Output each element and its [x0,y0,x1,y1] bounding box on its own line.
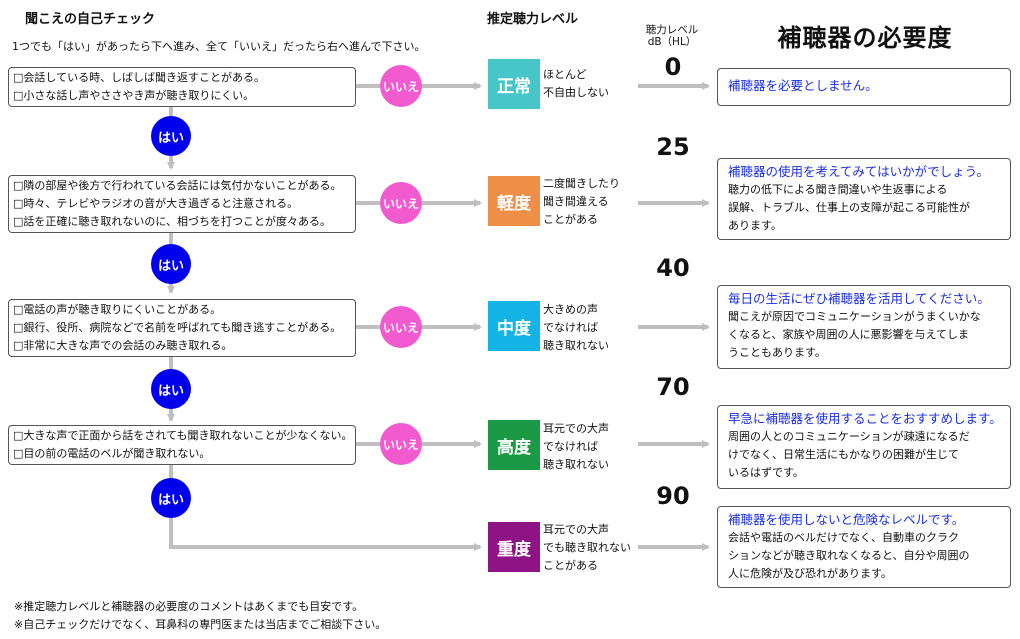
question-item: □非常に大きな声での会話のみ聴き取れる。 [13,339,233,352]
question-group-4: □大きな声で正面から話をされても聞き取れないことが少なくない。 □目の前の電話の… [8,425,356,465]
level-box-profound: 重度 [488,522,540,572]
comment-box-0: 補聴器を必要としません。 [717,68,1011,106]
self-check-title: 聞こえの自己チェック [25,12,156,27]
question-item: □時々、テレビやラジオの音が大き過ぎると注意される。 [13,197,299,210]
comment-box-70: 早急に補聴器を使用することをおすすめします。 周囲の人とのコミュニケーションが疎… [717,405,1011,489]
question-item: □小さな話し声やささやき声が聴き取りにくい。 [13,89,255,102]
comment-title: 補聴器を使用しないと危険なレベルです。 [728,512,965,527]
comment-line: いるはずです。 [728,466,804,479]
comment-line: くなると、家族や周囲の人に悪影響を与えてしま [728,328,970,341]
footnote: ※推定聴力レベルと補聴器の必要度のコメントはあくまでも目安です。 [14,600,364,613]
hearing-aid-need-title: 補聴器の必要度 [777,24,953,52]
comment-title: 補聴器を必要としません。 [728,78,878,93]
comment-box-90: 補聴器を使用しないと危険なレベルです。 会話や電話のベルだけでなく、自動車のクラ… [717,506,1011,588]
comment-line: ションなどが聴き取れなくなると、自分や周囲の [728,549,970,562]
level-description: 二度聞きしたり聞き間違えることがある [543,177,620,226]
question-group-2: □隣の部屋や後方で行われている会話には気付かないことがある。 □時々、テレビやラ… [8,175,356,233]
yes-answer-circle: はい [151,116,191,156]
yes-answer-circle: はい [151,244,191,284]
level-description: ほとんど不自由しない [543,68,609,99]
question-item: □目の前の電話のベルが聞き取れない。 [13,447,211,460]
estimated-level-title: 推定聴力レベル [487,12,579,27]
comment-line: 会話や電話のベルだけでなく、自動車のクラク [728,531,959,544]
question-group-3: □電話の声が聴き取りにくいことがある。 □銀行、役所、病院などで名前を呼ばれても… [8,299,356,357]
comment-title: 早急に補聴器を使用することをおすすめします。 [728,411,1002,426]
db-value: 40 [656,254,690,282]
db-value: 0 [664,53,682,81]
level-box-severe: 高度 [488,420,540,470]
comment-line: 周囲の人とのコミュニケーションが疎遠になるだ [728,430,970,443]
comment-line: 人に危険が及び恐れがあります。 [728,567,892,580]
no-answer-circle: いいえ [380,306,422,348]
level-box-mild: 軽度 [488,176,540,226]
level-description: 耳元での大声でなければ聴き取れない [543,422,609,471]
comment-line: 聴力の低下による聞き間違いや生返事による [728,183,948,196]
question-item: □電話の声が聴き取りにくいことがある。 [13,303,222,316]
comment-line: けでなく、日常生活にもかなりの困難が生じて [728,448,959,461]
level-box-moderate: 中度 [488,301,540,351]
level-description: 大きめの声でなければ聴き取れない [543,303,609,352]
question-item: □話を正確に聴き取れないのに、相づちを打つことが度々ある。 [13,215,332,228]
db-value: 70 [656,373,690,401]
question-item: □大きな声で正面から話をされても聞き取れないことが少なくない。 [13,429,353,442]
footnote: ※自己チェックだけでなく、耳鼻科の専門医または当店までご相談下さい。 [14,618,387,631]
yes-answer-circle: はい [151,478,191,518]
comment-box-25: 補聴器の使用を考えてみてはいかがでしょう。 聴力の低下による聞き間違いや生返事に… [717,158,1011,240]
level-description: 耳元での大声でも聴き取れないことがある [543,523,631,572]
instruction-text: 1つでも「はい」があったら下へ進み、全て「いいえ」だったら右へ進んで下さい。 [12,40,426,53]
comment-line: あります。 [728,219,782,232]
question-item: □銀行、役所、病院などで名前を呼ばれても聞き逃すことがある。 [13,321,342,334]
comment-line: 聞こえが原因でコミュニケーションがうまくいかな [728,310,981,323]
comment-title: 補聴器の使用を考えてみてはいかがでしょう。 [728,164,989,179]
db-value: 25 [656,133,690,161]
no-answer-circle: いいえ [380,65,422,107]
db-value: 90 [656,482,690,510]
question-group-1: □会話している時、しばしば聞き返すことがある。 □小さな話し声やささやき声が聴き… [8,67,356,107]
yes-answer-circle: はい [151,369,191,409]
comment-line: 誤解、トラブル、仕事上の支障が起こる可能性が [728,201,970,214]
question-item: □隣の部屋や後方で行われている会話には気付かないことがある。 [13,179,342,192]
comment-box-40: 毎日の生活にぜひ補聴器を活用してください。 聞こえが原因でコミュニケーションがう… [717,285,1011,369]
question-item: □会話している時、しばしば聞き返すことがある。 [13,71,266,84]
no-answer-circle: いいえ [380,423,422,465]
level-box-normal: 正常 [488,59,540,109]
hearing-level-unit-label: 聴力レベル dB（HL） [645,24,699,48]
no-answer-circle: いいえ [380,182,422,224]
comment-title: 毎日の生活にぜひ補聴器を活用してください。 [728,291,990,306]
comment-line: うこともあります。 [728,346,826,359]
